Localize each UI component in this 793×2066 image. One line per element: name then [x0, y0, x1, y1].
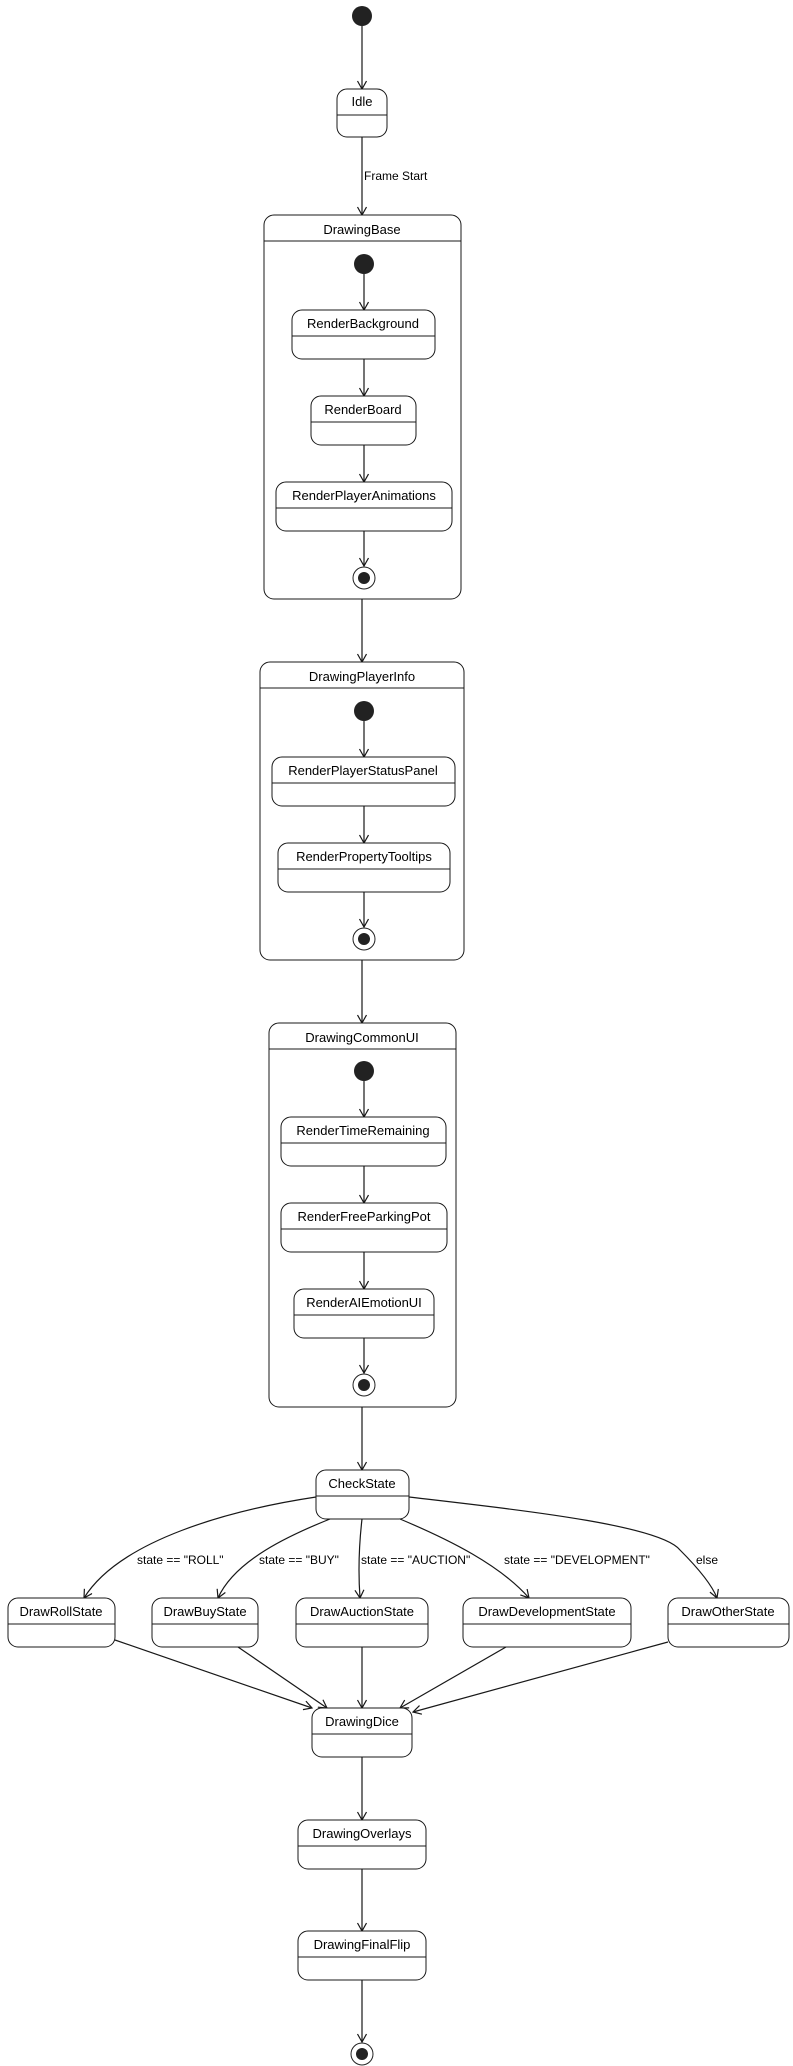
drawing-common-ui-initial-node — [354, 1061, 374, 1081]
state-render-board-label: RenderBoard — [324, 402, 401, 417]
state-render-player-animations: RenderPlayerAnimations — [275, 481, 453, 532]
state-check-state-label: CheckState — [328, 1476, 395, 1491]
state-draw-roll-state: DrawRollState — [7, 1597, 116, 1648]
final-node — [350, 2042, 374, 2066]
state-render-property-tooltips-label: RenderPropertyTooltips — [296, 849, 432, 864]
state-drawing-overlays: DrawingOverlays — [297, 1819, 427, 1870]
edge-check-to-draw-buy — [218, 1518, 331, 1598]
transition-label-frame-start: Frame Start — [364, 169, 428, 183]
transition-label-roll: state == "ROLL" — [137, 1553, 224, 1567]
state-draw-auction-state-label: DrawAuctionState — [310, 1604, 414, 1619]
transition-label-auction: state == "AUCTION" — [361, 1553, 470, 1567]
drawing-base-initial-node — [354, 254, 374, 274]
state-drawing-overlays-label: DrawingOverlays — [313, 1826, 412, 1841]
state-render-free-parking-pot: RenderFreeParkingPot — [280, 1202, 448, 1253]
composite-drawing-player-info-label: DrawingPlayerInfo — [309, 669, 415, 684]
state-idle: Idle — [336, 88, 388, 138]
edge-check-to-draw-development — [399, 1518, 529, 1598]
state-render-ai-emotion-ui-label: RenderAIEmotionUI — [306, 1295, 422, 1310]
composite-drawing-common-ui-label: DrawingCommonUI — [305, 1030, 418, 1045]
state-draw-roll-state-label: DrawRollState — [19, 1604, 102, 1619]
state-render-background-label: RenderBackground — [307, 316, 419, 331]
edge-draw-other-to-dice — [413, 1641, 669, 1712]
transition-label-else: else — [696, 1553, 718, 1567]
state-drawing-final-flip: DrawingFinalFlip — [297, 1930, 427, 1981]
edge-check-to-draw-roll — [84, 1496, 317, 1598]
initial-node — [352, 6, 372, 26]
edge-check-to-draw-other — [408, 1496, 717, 1598]
state-drawing-final-flip-label: DrawingFinalFlip — [314, 1937, 411, 1952]
transition-label-development: state == "DEVELOPMENT" — [504, 1553, 650, 1567]
state-render-ai-emotion-ui: RenderAIEmotionUI — [293, 1288, 435, 1339]
state-draw-development-state: DrawDevelopmentState — [462, 1597, 632, 1648]
edge-check-to-draw-auction — [359, 1518, 362, 1598]
state-check-state: CheckState — [315, 1469, 410, 1520]
edge-draw-buy-to-dice — [237, 1646, 327, 1708]
state-render-player-status-panel: RenderPlayerStatusPanel — [271, 756, 456, 807]
composite-drawing-base-label: DrawingBase — [323, 222, 400, 237]
state-render-free-parking-pot-label: RenderFreeParkingPot — [298, 1209, 431, 1224]
state-idle-label: Idle — [352, 94, 373, 109]
state-draw-buy-state-label: DrawBuyState — [163, 1604, 246, 1619]
state-drawing-dice-label: DrawingDice — [325, 1714, 399, 1729]
state-drawing-dice: DrawingDice — [311, 1707, 413, 1758]
transition-label-buy: state == "BUY" — [259, 1553, 339, 1567]
edge-draw-roll-to-dice — [114, 1639, 312, 1708]
state-draw-buy-state: DrawBuyState — [151, 1597, 259, 1648]
state-draw-auction-state: DrawAuctionState — [295, 1597, 429, 1648]
state-render-time-remaining: RenderTimeRemaining — [280, 1116, 447, 1167]
state-draw-other-state-label: DrawOtherState — [681, 1604, 774, 1619]
edge-draw-development-to-dice — [400, 1646, 507, 1708]
state-render-time-remaining-label: RenderTimeRemaining — [296, 1123, 429, 1138]
state-render-background: RenderBackground — [291, 309, 436, 360]
drawing-player-info-initial-node — [354, 701, 374, 721]
state-draw-other-state: DrawOtherState — [667, 1597, 790, 1648]
state-render-board: RenderBoard — [310, 395, 417, 446]
state-render-property-tooltips: RenderPropertyTooltips — [277, 842, 451, 893]
state-render-player-status-panel-label: RenderPlayerStatusPanel — [288, 763, 438, 778]
drawing-common-ui-final-node — [352, 1373, 376, 1397]
state-render-player-animations-label: RenderPlayerAnimations — [292, 488, 436, 503]
state-draw-development-state-label: DrawDevelopmentState — [478, 1604, 615, 1619]
drawing-base-final-node — [352, 566, 376, 590]
drawing-player-info-final-node — [352, 927, 376, 951]
